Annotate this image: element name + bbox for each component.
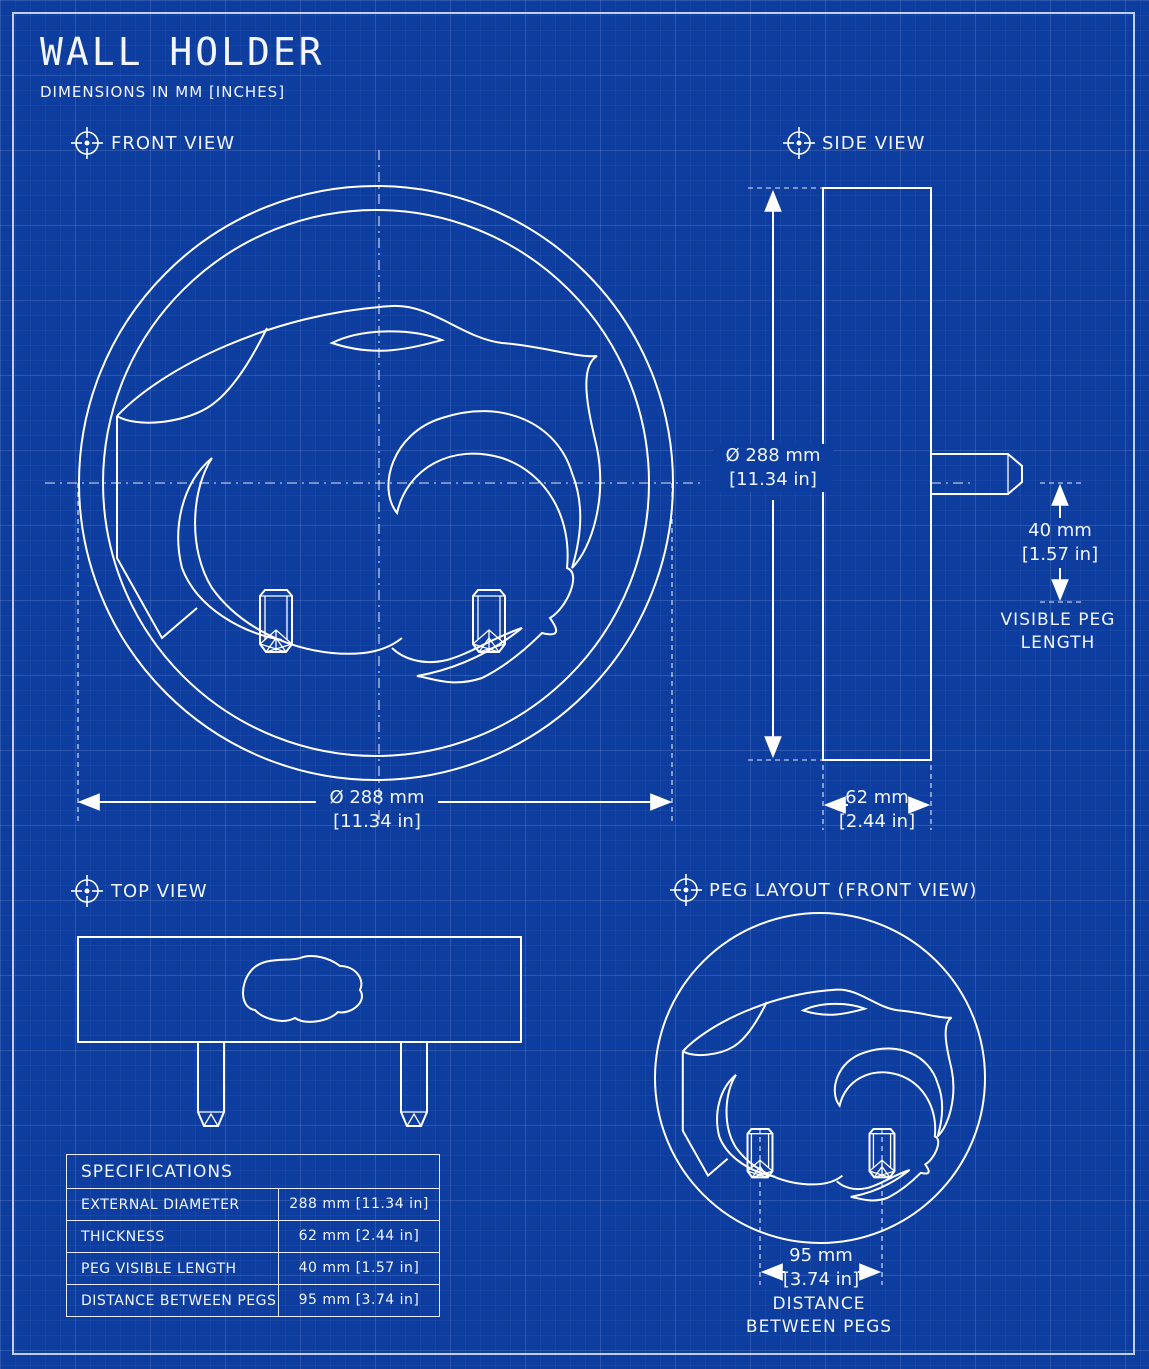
crosshair-icon	[782, 126, 816, 160]
crosshair-icon	[669, 873, 703, 907]
front-diameter-dimension: Ø 288 mm [11.34 in]	[316, 786, 438, 834]
thickness-dimension: 62 mm [2.44 in]	[828, 786, 926, 834]
specifications-table: SPECIFICATIONS EXTERNAL DIAMETER 288 mm …	[66, 1154, 440, 1317]
side-diameter-mm: Ø 288 mm	[725, 445, 821, 466]
peg-distance-note-line2: BETWEEN PEGS	[745, 1317, 893, 1337]
front-view-label: FRONT VIEW	[111, 133, 236, 154]
spec-name: EXTERNAL DIAMETER	[67, 1189, 279, 1220]
peg-length-in: [1.57 in]	[1021, 544, 1099, 565]
thickness-mm: 62 mm	[845, 787, 909, 808]
front-diameter-mm: Ø 288 mm	[329, 787, 425, 808]
peg-distance-in: [3.74 in]	[782, 1269, 860, 1290]
thickness-in: [2.44 in]	[838, 811, 916, 832]
side-diameter-dimension: Ø 288 mm [11.34 in]	[713, 444, 833, 492]
sheet-border	[12, 12, 1135, 1355]
spec-value: 95 mm [3.74 in]	[298, 1292, 420, 1308]
spec-value: 40 mm [1.57 in]	[298, 1260, 420, 1276]
peg-length-mm: 40 mm	[1028, 520, 1092, 541]
page-subtitle: DIMENSIONS IN MM [INCHES]	[40, 83, 286, 101]
crosshair-icon	[70, 126, 104, 160]
peg-length-note-line1: VISIBLE PEG	[1000, 610, 1116, 630]
peg-length-dimension: 40 mm [1.57 in]	[1010, 519, 1110, 567]
side-view-drawing	[748, 188, 1082, 830]
spec-name: PEG VISIBLE LENGTH	[67, 1253, 279, 1284]
spec-value: 62 mm [2.44 in]	[298, 1228, 420, 1244]
peg-distance-mm: 95 mm	[789, 1245, 853, 1266]
side-view-label: SIDE VIEW	[822, 133, 926, 154]
front-diameter-in: [11.34 in]	[333, 811, 421, 832]
peg-distance-note: DISTANCE BETWEEN PEGS	[736, 1293, 902, 1339]
peg-distance-note-line1: DISTANCE	[772, 1294, 866, 1314]
table-row: PEG VISIBLE LENGTH 40 mm [1.57 in]	[67, 1253, 439, 1285]
top-view-drawing	[78, 937, 521, 1126]
specifications-heading: SPECIFICATIONS	[67, 1155, 439, 1189]
table-row: EXTERNAL DIAMETER 288 mm [11.34 in]	[67, 1189, 439, 1221]
spec-name: THICKNESS	[67, 1221, 279, 1252]
top-view-label: TOP VIEW	[111, 881, 208, 902]
front-view-drawing	[45, 150, 705, 822]
table-row: THICKNESS 62 mm [2.44 in]	[67, 1221, 439, 1253]
peg-length-note-line2: LENGTH	[1020, 633, 1096, 653]
crosshair-icon	[70, 874, 104, 908]
peg-distance-dimension: 95 mm [3.74 in]	[771, 1244, 871, 1292]
page-title: WALL HOLDER	[40, 30, 325, 74]
peg-layout-drawing	[655, 913, 985, 1285]
table-row: DISTANCE BETWEEN PEGS 95 mm [3.74 in]	[67, 1285, 439, 1316]
spec-value: 288 mm [11.34 in]	[289, 1196, 429, 1212]
peg-layout-label: PEG LAYOUT (FRONT VIEW)	[709, 880, 978, 901]
side-diameter-in: [11.34 in]	[729, 469, 817, 490]
peg-length-note: VISIBLE PEG LENGTH	[996, 609, 1120, 655]
spec-name: DISTANCE BETWEEN PEGS	[67, 1285, 279, 1316]
